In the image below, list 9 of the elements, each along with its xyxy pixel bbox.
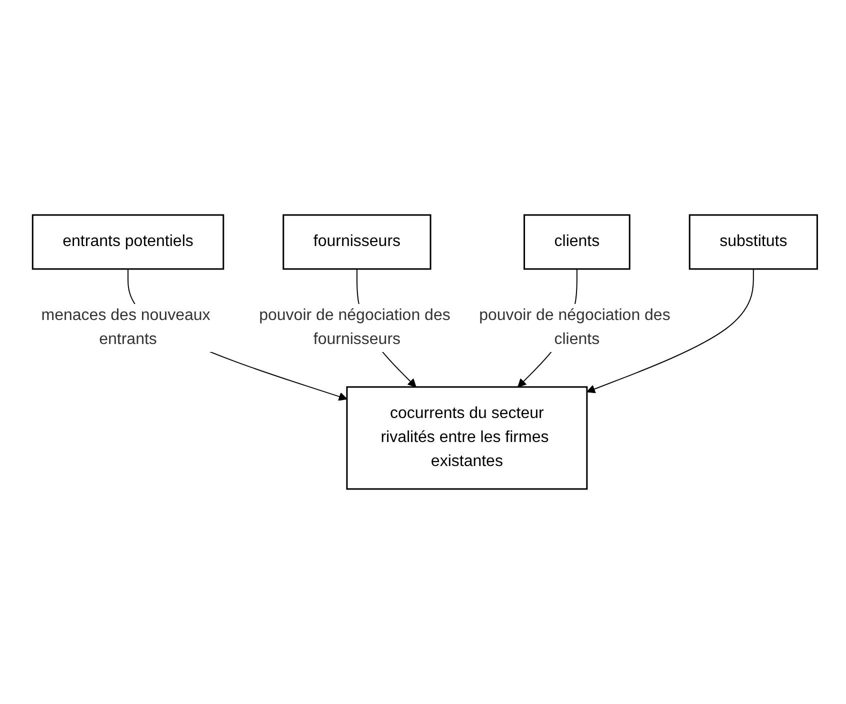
arrow	[586, 268, 754, 394]
node-box: fournisseurs	[283, 214, 432, 270]
node-box: entrants potentiels	[32, 214, 225, 270]
edge-label: pouvoir de négociation des fournisseurs	[259, 306, 451, 348]
node-box: cocurrents du secteur rivalités entre les firmes existantes	[346, 386, 588, 490]
node-box: substituts	[689, 214, 818, 270]
edge-label: pouvoir de négociation des clients	[479, 306, 671, 348]
node-box: clients	[524, 214, 631, 270]
edge-label: menaces des nouveaux entrants	[42, 306, 211, 348]
